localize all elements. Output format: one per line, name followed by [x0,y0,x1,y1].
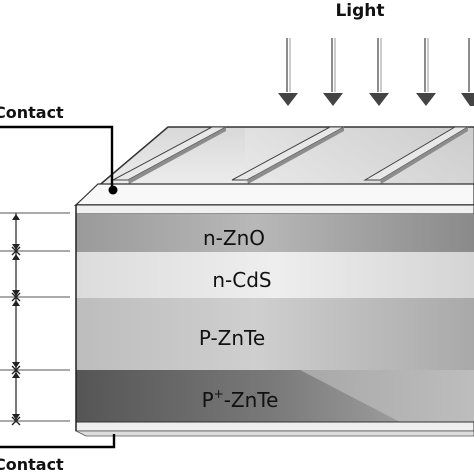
bottom-contact-layer [75,421,474,432]
light-arrow-5 [461,38,474,106]
bottom-contact-label: Contact [0,455,64,474]
layer-zno [76,214,474,252]
light-arrow-2 [323,38,343,106]
layer-cds [76,252,474,298]
layer-znte [76,298,474,370]
light-arrow-3 [369,38,389,106]
thickness-markers [0,212,70,426]
bottom-contact-wire [0,434,116,449]
top-contact-label: Contact [0,103,64,122]
grid-fingers [112,126,470,184]
layer-label-pplus-prefix: P [202,388,214,412]
top-contact-strip [74,183,474,206]
top-contact-wire [0,125,114,190]
top-contact-dot [108,185,118,195]
layer-label-cds: n-CdS [212,268,271,292]
layer-pplus-diagonal [300,370,474,422]
layer-label-zno: n-ZnO [203,226,265,250]
light-arrows [278,38,474,106]
layer-label-pplus-sup: + [214,387,224,401]
layer-label-pplus: P+-ZnTe [202,387,279,412]
top-contact-layer [75,204,474,215]
layer-label-znte: P-ZnTe [199,326,265,350]
light-label: Light [335,1,384,21]
bottom-edge [75,430,474,437]
layer-label-pplus-suffix: -ZnTe [224,388,279,412]
light-arrow-4 [416,38,436,106]
light-arrow-1 [278,38,298,106]
